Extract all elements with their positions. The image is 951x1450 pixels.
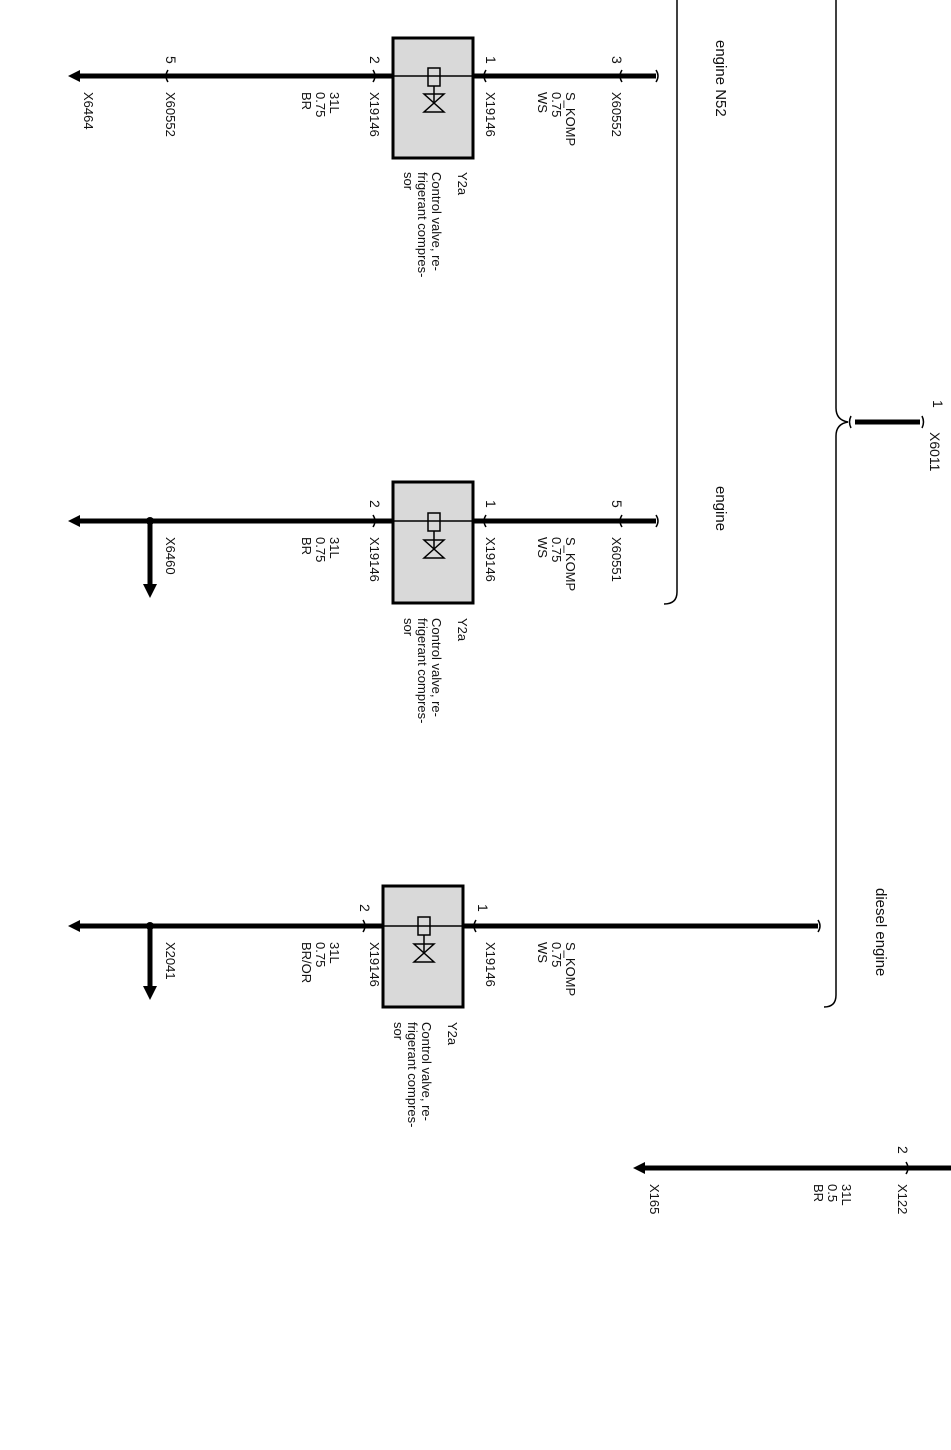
svg-text:BR: BR xyxy=(811,1184,826,1202)
svg-text:WS: WS xyxy=(535,942,550,963)
section-label-engine: engine xyxy=(712,486,729,531)
svg-text:S_KOMP: S_KOMP xyxy=(563,942,578,996)
section-label-diesel: diesel engine xyxy=(872,888,889,976)
svg-text:31L: 31L xyxy=(327,942,342,964)
svg-text:31L: 31L xyxy=(839,1184,854,1206)
svg-text:Control valve, re-: Control valve, re- xyxy=(429,618,444,717)
section-bracket-n52 xyxy=(663,0,678,605)
svg-text:Control valve, re-: Control valve, re- xyxy=(419,1022,434,1121)
down-arrow-icon xyxy=(143,986,157,1000)
svg-text:1: 1 xyxy=(483,500,499,508)
svg-text:X19146: X19146 xyxy=(483,92,498,137)
trunk-pin: 1 xyxy=(930,400,946,408)
svg-text:X60551: X60551 xyxy=(609,537,624,582)
trunk-connector xyxy=(848,415,925,429)
svg-text:S_KOMP: S_KOMP xyxy=(563,92,578,146)
svg-text:X19146: X19146 xyxy=(367,537,382,582)
svg-text:frigerant compres-: frigerant compres- xyxy=(415,618,430,723)
svg-text:3: 3 xyxy=(609,56,625,64)
circuit-engine: 5 X60551 1 X19146 S_KOMP 0.75 WS 2 X1914… xyxy=(68,480,659,723)
valve-symbol-icon xyxy=(393,512,473,559)
svg-text:WS: WS xyxy=(535,537,550,558)
valve-symbol-icon xyxy=(383,916,463,963)
svg-text:sor: sor xyxy=(391,1022,406,1041)
svg-text:31L: 31L xyxy=(327,537,342,559)
svg-text:0.75: 0.75 xyxy=(549,537,564,562)
svg-text:X122: X122 xyxy=(895,1184,910,1214)
svg-text:2: 2 xyxy=(357,904,373,912)
svg-text:X19146: X19146 xyxy=(483,942,498,987)
svg-text:0.75: 0.75 xyxy=(549,92,564,117)
svg-text:0.75: 0.75 xyxy=(313,942,328,967)
ground-arrow-icon xyxy=(633,1162,645,1174)
svg-text:frigerant compres-: frigerant compres- xyxy=(405,1022,420,1127)
svg-text:2: 2 xyxy=(367,56,383,64)
svg-text:0.75: 0.75 xyxy=(313,537,328,562)
ground-label: X6464 xyxy=(81,92,96,130)
svg-text:1: 1 xyxy=(483,56,499,64)
svg-text:WS: WS xyxy=(535,92,550,113)
section-label-n52: engine N52 xyxy=(712,40,729,117)
svg-text:Y2a: Y2a xyxy=(445,1022,460,1046)
svg-text:0.5: 0.5 xyxy=(825,1184,840,1202)
svg-text:0.75: 0.75 xyxy=(549,942,564,967)
svg-text:X60552: X60552 xyxy=(163,92,178,137)
ground-arrow-icon xyxy=(68,515,80,527)
down-arrow-icon xyxy=(143,584,157,598)
control-valve-y2a[interactable] xyxy=(391,480,475,605)
control-valve-y2a[interactable] xyxy=(381,884,465,1009)
circuit-x122: 2 X122 31L 0.5 BR X165 xyxy=(633,1146,951,1214)
svg-text:frigerant compres-: frigerant compres- xyxy=(415,172,430,277)
section-bracket-diesel xyxy=(823,0,849,1008)
svg-text:X19146: X19146 xyxy=(367,92,382,137)
ground-label: X6460 xyxy=(163,537,178,575)
valve-symbol-icon xyxy=(393,67,473,113)
svg-text:5: 5 xyxy=(163,56,179,64)
svg-text:S_KOMP: S_KOMP xyxy=(563,537,578,591)
ground-arrow-icon xyxy=(68,70,80,82)
svg-text:X19146: X19146 xyxy=(483,537,498,582)
circuit-n52: 3 X60552 1 X19146 S_KOMP 0.75 WS 2 X1914… xyxy=(68,36,659,277)
circuit-diesel: 1 X19146 S_KOMP 0.75 WS 2 X19146 31L 0.7… xyxy=(68,884,821,1127)
svg-text:Control valve, re-: Control valve, re- xyxy=(429,172,444,271)
svg-text:1: 1 xyxy=(475,904,491,912)
svg-text:BR: BR xyxy=(299,92,314,110)
svg-text:X19146: X19146 xyxy=(367,942,382,987)
svg-text:BR: BR xyxy=(299,537,314,555)
ground-arrow-icon xyxy=(68,920,80,932)
svg-text:5: 5 xyxy=(609,500,625,508)
svg-text:BR/OR: BR/OR xyxy=(299,942,314,983)
svg-text:Y2a: Y2a xyxy=(455,172,470,196)
ground-label: X165 xyxy=(647,1184,662,1214)
svg-text:31L: 31L xyxy=(327,92,342,114)
svg-text:2: 2 xyxy=(895,1146,911,1154)
svg-text:2: 2 xyxy=(367,500,383,508)
svg-text:sor: sor xyxy=(401,172,416,191)
trunk-connector-label: X6011 xyxy=(927,432,943,472)
control-valve-y2a[interactable] xyxy=(391,36,475,160)
ground-label: X2041 xyxy=(163,942,178,980)
svg-text:sor: sor xyxy=(401,618,416,637)
svg-text:0.75: 0.75 xyxy=(313,92,328,117)
svg-text:X60552: X60552 xyxy=(609,92,624,137)
svg-text:Y2a: Y2a xyxy=(455,618,470,642)
